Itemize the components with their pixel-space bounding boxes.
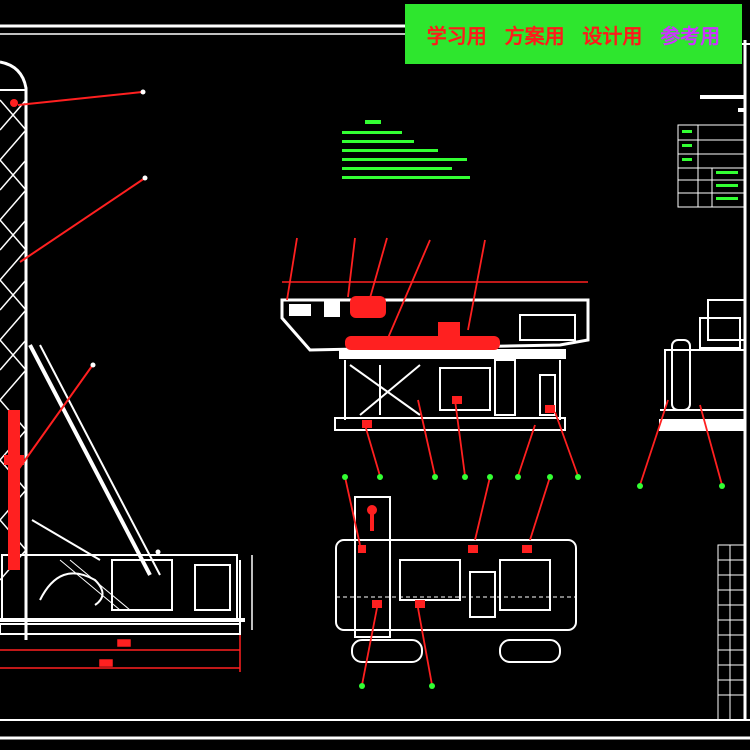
title-block [717, 544, 746, 721]
end-elevation [659, 299, 746, 431]
banner-tag-scheme: 方案用 [504, 23, 565, 48]
watermark-banner: 学习用 方案用 设计用 参考用 [405, 4, 742, 64]
technical-notes [342, 120, 470, 179]
plan-view-leader-lines [344, 476, 551, 686]
carrier-elevation [280, 298, 590, 431]
plan-view [335, 496, 577, 663]
carrier-leader-lines [286, 237, 579, 477]
carrier-balloons [377, 474, 581, 480]
carrier-hydraulic-parts [345, 296, 555, 428]
mast-leader-lines [17, 91, 146, 471]
banner-tag-design: 设计用 [582, 23, 643, 48]
mast-elevation [0, 60, 253, 640]
parameter-table [677, 95, 746, 208]
end-elevation-balloons [637, 483, 725, 489]
mast-balloons [90, 89, 161, 555]
plan-view-balloons [342, 474, 553, 689]
banner-tag-study: 学习用 [426, 23, 487, 48]
plan-view-red-parts [358, 505, 532, 608]
mast-dimensions [0, 635, 241, 672]
banner-tag-reference: 参考用 [660, 23, 721, 48]
mast-hydraulic-cylinder [4, 99, 24, 570]
end-elevation-leader-lines [639, 399, 723, 486]
